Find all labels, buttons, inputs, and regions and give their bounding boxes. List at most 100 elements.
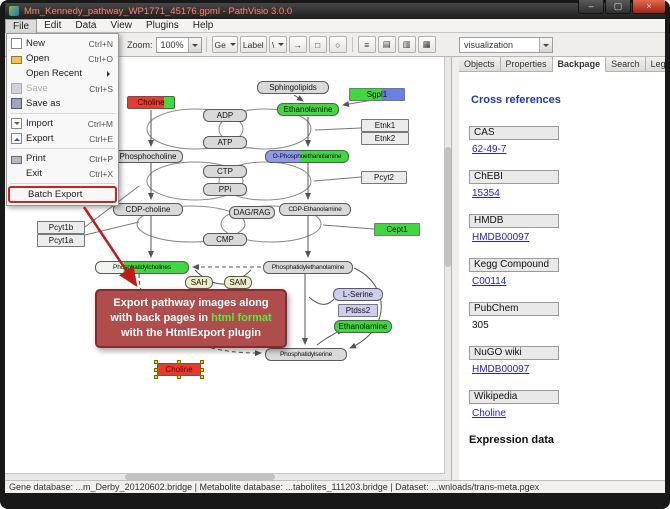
- menu-item-batch-export[interactable]: Batch Export: [8, 186, 117, 203]
- menu-item-label: Exit: [26, 168, 42, 179]
- menu-file[interactable]: File: [5, 18, 38, 33]
- node-adp[interactable]: ADP: [203, 109, 247, 122]
- stack-button[interactable]: ▦: [417, 36, 436, 53]
- menu-data[interactable]: Data: [75, 19, 97, 31]
- node-ppi[interactable]: PPi: [203, 183, 247, 196]
- node-phosphatidylethanolamine[interactable]: Phosphatidylethanolamine: [263, 261, 353, 274]
- datanode-tool-button[interactable]: Ge: [211, 36, 238, 53]
- xref-header: NuGO wiki: [469, 346, 559, 360]
- node-sphingolipids[interactable]: Sphingolipids: [257, 81, 329, 94]
- selection-handle[interactable]: [154, 375, 158, 379]
- menu-item-import[interactable]: Import Ctrl+M: [8, 116, 117, 131]
- datanode-tool-icon: Ge: [214, 39, 226, 50]
- node-sgpl1[interactable]: Sgpl1: [349, 88, 405, 101]
- tab-backpage[interactable]: Backpage: [552, 57, 607, 72]
- node-ctp[interactable]: CTP: [203, 165, 247, 178]
- selection-handle[interactable]: [154, 360, 158, 364]
- canvas-horizontal-scrollbar[interactable]: [5, 473, 445, 480]
- menu-item-label: Print: [26, 153, 46, 164]
- tab-search[interactable]: Search: [606, 57, 646, 71]
- menu-plugins[interactable]: Plugins: [145, 19, 179, 31]
- sidebar: Objects Properties Backpage Search Legen…: [459, 57, 665, 480]
- canvas-vertical-scrollbar[interactable]: [444, 57, 451, 480]
- menu-item-open[interactable]: Open Ctrl+O: [8, 51, 117, 66]
- node-cmp[interactable]: CMP: [203, 233, 247, 246]
- scrollbar-thumb[interactable]: [445, 147, 451, 267]
- menu-view[interactable]: View: [110, 19, 132, 31]
- selection-handle[interactable]: [177, 360, 181, 364]
- menu-item-print[interactable]: Print Ctrl+P: [8, 151, 117, 166]
- align-top-button[interactable]: ▤: [377, 36, 396, 53]
- xref-link[interactable]: HMDB00097: [472, 232, 530, 243]
- close-button[interactable]: ×: [632, 0, 666, 14]
- backpage-title: Cross references: [471, 94, 561, 106]
- menu-item-label: Export: [26, 133, 54, 144]
- xref-link[interactable]: 62-49-7: [472, 144, 507, 155]
- tab-objects[interactable]: Objects: [459, 57, 501, 71]
- label-tool-button[interactable]: Label: [239, 36, 267, 53]
- scrollbar-thumb[interactable]: [125, 474, 275, 480]
- xref-link[interactable]: C00114: [472, 276, 507, 287]
- zoom-combobox[interactable]: 100%: [155, 36, 202, 53]
- selection-handle[interactable]: [200, 375, 204, 379]
- menu-item-export[interactable]: Export Ctrl+E: [8, 131, 117, 146]
- node-cdp-ethanolamine[interactable]: CDP-Ethanolamine: [279, 203, 351, 216]
- xref-header: Kegg Compound: [469, 258, 559, 272]
- menu-separator: [10, 183, 115, 184]
- node-choline[interactable]: Choline: [127, 96, 175, 109]
- node-etnk2[interactable]: Etnk2: [361, 132, 409, 145]
- node-phosphatidylserine[interactable]: Phosphatidylserine: [265, 348, 347, 361]
- pathway-canvas[interactable]: Sphingolipids Sgpl1 Choline Ethanolamine…: [5, 57, 452, 480]
- chevron-down-icon[interactable]: [539, 37, 552, 52]
- node-ptdss2[interactable]: Ptdss2: [338, 304, 378, 317]
- new-file-icon: [11, 38, 22, 49]
- menu-item-exit[interactable]: Exit Ctrl+X: [8, 166, 117, 181]
- oval-tool-button[interactable]: ○: [328, 36, 347, 53]
- align-button[interactable]: ≡: [357, 36, 376, 53]
- minimize-button[interactable]: –: [578, 0, 604, 14]
- node-cdp-choline[interactable]: CDP-choline: [113, 203, 183, 216]
- node-l-serine[interactable]: L-Serine: [333, 288, 383, 301]
- node-sah[interactable]: SAH: [185, 276, 213, 289]
- node-pcyt2[interactable]: Pcyt2: [361, 171, 407, 184]
- tab-properties[interactable]: Properties: [500, 57, 553, 71]
- node-phosphocholine[interactable]: Phosphocholine: [113, 150, 183, 163]
- menu-item-open-recent[interactable]: Open Recent: [8, 66, 117, 81]
- arrow-tool-button[interactable]: →: [288, 36, 307, 53]
- node-sam[interactable]: SAM: [224, 276, 252, 289]
- selection-handle[interactable]: [177, 375, 181, 379]
- selection-handle[interactable]: [154, 368, 158, 372]
- node-phosphatidylcholines[interactable]: Phosphatidylcholines: [95, 261, 189, 274]
- rect-tool-button[interactable]: □: [308, 36, 327, 53]
- node-choline-selected[interactable]: Choline: [154, 360, 204, 379]
- selection-handle[interactable]: [200, 368, 204, 372]
- node-pcyt1a[interactable]: Pcyt1a: [37, 234, 85, 247]
- node-etnk1[interactable]: Etnk1: [361, 119, 409, 132]
- node-ethanolamine[interactable]: Ethanolamine: [277, 103, 339, 116]
- xref-link[interactable]: Choline: [472, 408, 506, 419]
- menu-edit[interactable]: Edit: [44, 19, 62, 31]
- menu-item-save[interactable]: Save Ctrl+S: [8, 81, 117, 96]
- visualization-combobox[interactable]: visualization: [459, 36, 553, 53]
- xref-link[interactable]: 15354: [472, 188, 500, 199]
- menu-item-save-as[interactable]: Save as: [8, 96, 117, 111]
- menu-help[interactable]: Help: [192, 19, 214, 31]
- distribute-button[interactable]: ▥: [397, 36, 416, 53]
- node-label: Choline: [165, 365, 193, 374]
- chevron-down-icon[interactable]: [187, 37, 201, 52]
- line-tool-button[interactable]: \: [268, 36, 287, 53]
- tab-legend[interactable]: Legend: [645, 57, 665, 71]
- export-icon: [11, 133, 22, 144]
- maximize-button[interactable]: ▢: [605, 0, 631, 14]
- node-pcyt1b[interactable]: Pcyt1b: [37, 221, 85, 234]
- node-cept1[interactable]: Cept1: [374, 223, 420, 236]
- xref-section-kegg: Kegg Compound C00114: [469, 258, 655, 287]
- selection-handle[interactable]: [200, 360, 204, 364]
- node-atp[interactable]: ATP: [203, 136, 247, 149]
- xref-link[interactable]: HMDB00097: [472, 364, 530, 375]
- node-ethanolamine-2[interactable]: Ethanolamine: [334, 320, 392, 333]
- toolbar-separator: [205, 37, 207, 52]
- menu-item-new[interactable]: New Ctrl+N: [8, 36, 117, 51]
- node-o-phosphoethanolamine[interactable]: O-Phosphoethanolamine: [265, 150, 349, 163]
- node-dag[interactable]: DAG/RAG: [229, 206, 275, 219]
